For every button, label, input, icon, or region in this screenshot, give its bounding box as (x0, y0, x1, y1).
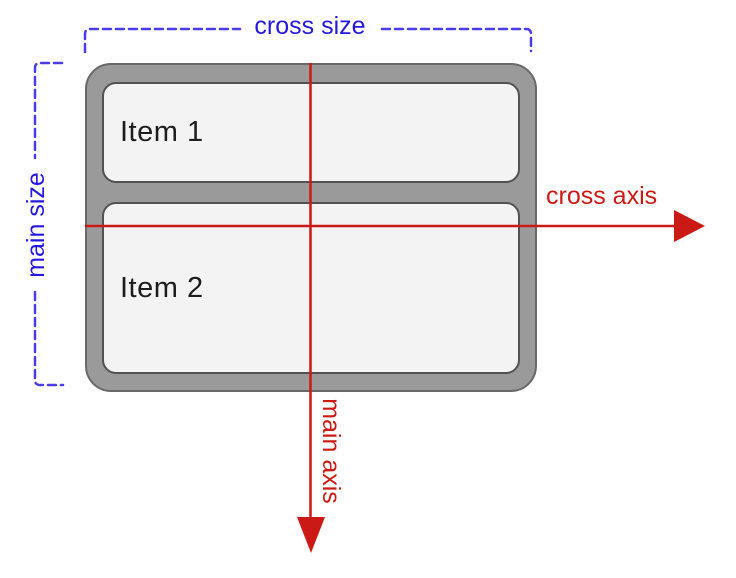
main-size-bracket-bottom (33, 290, 65, 387)
cross-size-bracket-right (380, 27, 533, 53)
cross-axis-arrowhead-icon (674, 210, 705, 242)
main-size-label: main size (22, 172, 50, 278)
flex-item-1-label: Item 1 (120, 116, 204, 148)
flex-item-1: Item 1 (102, 82, 520, 183)
main-size-bracket-top (33, 61, 64, 160)
main-axis-arrowhead-icon (297, 517, 325, 553)
flex-item-2: Item 2 (102, 202, 520, 374)
cross-axis-label: cross axis (546, 182, 658, 210)
flex-item-2-label: Item 2 (120, 271, 204, 304)
cross-size-label: cross size (254, 12, 366, 40)
main-axis-label: main axis (317, 398, 345, 504)
cross-size-bracket-left (83, 27, 242, 54)
